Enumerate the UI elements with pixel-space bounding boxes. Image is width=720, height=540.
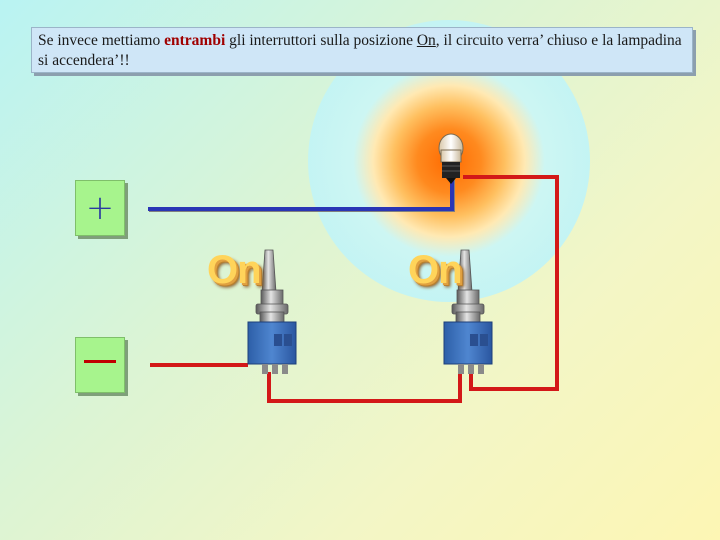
minus-sign [84,360,116,363]
lightbulb-icon [438,133,464,184]
toggle-switch-icon [247,249,297,374]
caption-on-word: On [416,32,436,49]
return-wire [463,175,559,391]
caption-box: Se invece mettiamo entrambi gli interrut… [31,27,693,73]
plus-sign: + [85,188,115,228]
toggle-switch-icon [443,249,493,374]
caption-text-2: gli interruttori sulla posizione [225,32,417,49]
caption-text-3: , il circuito verra’ chiuso e la lampadi… [38,32,682,69]
switch-link-wire [267,372,462,403]
positive-terminal: + [75,180,125,236]
switch-2-on-label: On [408,248,463,292]
switch-1-on-label: On [207,248,262,292]
caption-text-1: Se invece mettiamo [38,32,165,49]
caption-highlight: entrambi [164,32,226,49]
negative-terminal [75,337,125,393]
positive-wire [148,178,454,211]
